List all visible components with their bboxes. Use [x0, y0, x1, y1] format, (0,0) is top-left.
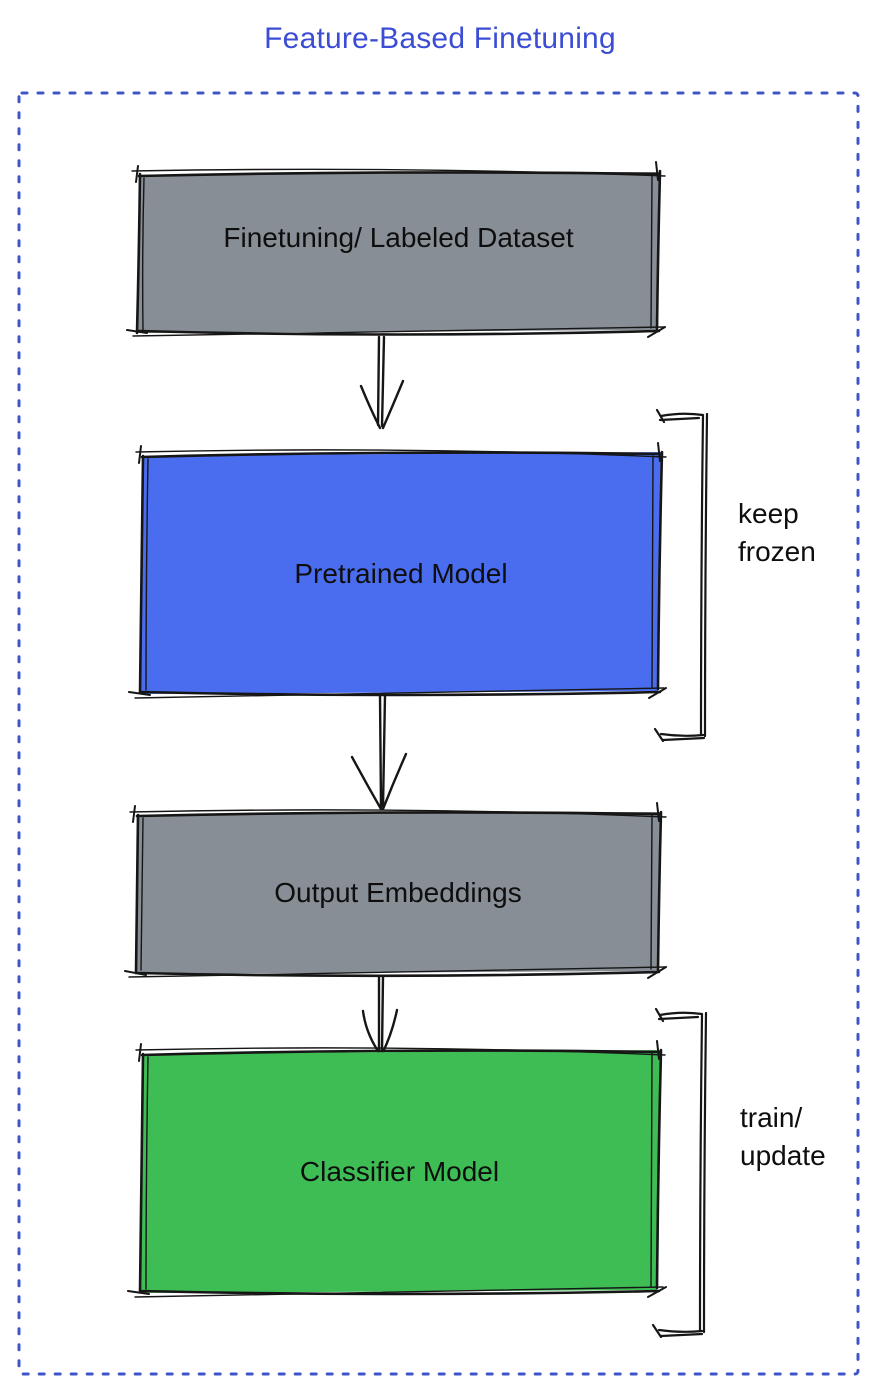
classifier-box-label: Classifier Model — [299, 1156, 500, 1187]
embeddings-box-fill — [136, 812, 661, 974]
arrow-pretrained-to-embeddings — [350, 693, 408, 811]
dataset-box-outline — [135, 169, 662, 336]
diagram-title: Feature-Based Finetuning — [264, 22, 616, 55]
embeddings-box-outline-second-pass — [128, 809, 667, 978]
keep-frozen-label: keep frozen — [738, 495, 816, 571]
right-bracket-icon — [653, 408, 709, 743]
arrow-dataset-to-pretrained — [359, 335, 405, 430]
outer-dashed-border — [17, 91, 860, 1376]
classifier-box — [127, 1040, 667, 1298]
dataset-box-outline-second-pass — [131, 168, 666, 337]
embeddings-box-corner-ticks — [124, 802, 667, 979]
pretrained-box-corner-ticks — [128, 442, 667, 699]
embeddings-box — [124, 802, 667, 979]
train-update-label: train/ update — [740, 1099, 826, 1175]
keep-frozen-bracket — [653, 408, 709, 743]
embeddings-box-outline — [134, 810, 663, 978]
down-arrow-icon — [350, 693, 408, 811]
train-update-label-line1: train/ — [740, 1102, 803, 1133]
pretrained-box-label: Pretrained Model — [294, 558, 508, 589]
dataset-box-fill — [138, 172, 660, 333]
keep-frozen-label-line1: keep — [738, 498, 799, 529]
dataset-box-label: Finetuning/ Labeled Dataset — [223, 222, 574, 253]
pretrained-box — [128, 442, 667, 699]
classifier-box-corner-ticks — [127, 1040, 667, 1298]
classifier-box-fill — [141, 1050, 661, 1293]
arrow-embeddings-to-classifier — [361, 975, 399, 1056]
keep-frozen-label-line2: frozen — [738, 536, 816, 567]
pretrained-box-outline-second-pass — [134, 449, 667, 699]
pretrained-box-fill — [140, 452, 662, 694]
train-update-bracket — [651, 1007, 708, 1339]
classifier-box-outline-second-pass — [134, 1047, 666, 1298]
dataset-box — [126, 161, 666, 338]
down-arrow-icon — [359, 335, 405, 430]
pretrained-box-outline — [138, 450, 664, 697]
classifier-box-outline — [138, 1048, 663, 1296]
dataset-box-corner-ticks — [126, 161, 666, 338]
embeddings-box-label: Output Embeddings — [274, 877, 522, 908]
right-bracket-icon — [651, 1007, 708, 1339]
down-arrow-icon — [361, 975, 399, 1056]
train-update-label-line2: update — [740, 1140, 826, 1171]
